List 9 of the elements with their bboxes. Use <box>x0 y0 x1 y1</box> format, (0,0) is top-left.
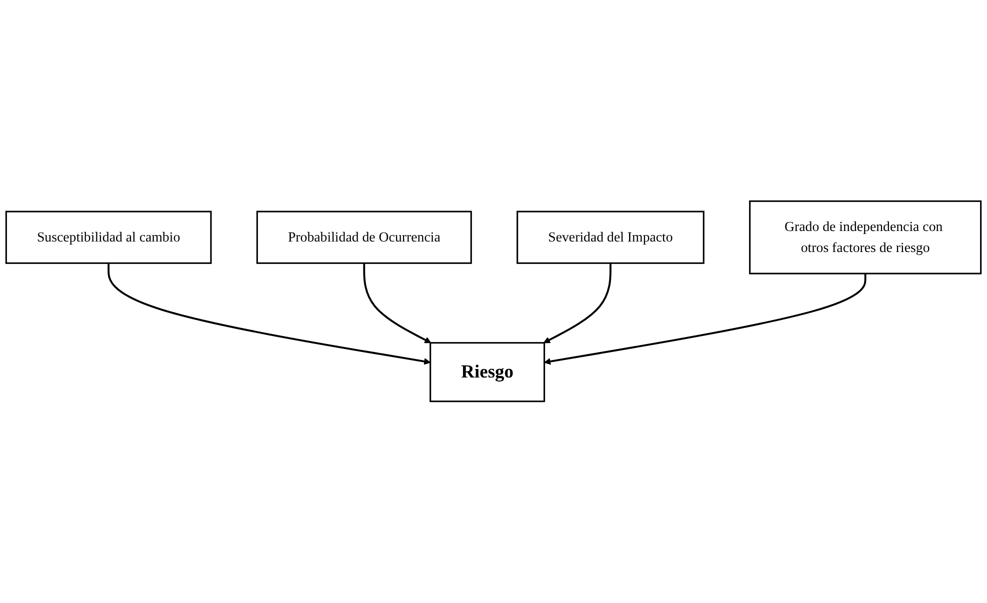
arrow <box>363 263 432 344</box>
arrow <box>544 274 866 366</box>
node-box: Riesgo <box>430 342 546 402</box>
arrow <box>543 263 612 344</box>
node-box: Grado de independencia con otros factores de riesgo <box>749 200 982 275</box>
node-box: Probabilidad de Ocurrencia <box>256 211 472 264</box>
node-box: Severidad del Impacto <box>516 211 704 264</box>
arrow <box>108 263 431 366</box>
node-box: Susceptibilidad al cambio <box>5 211 212 264</box>
